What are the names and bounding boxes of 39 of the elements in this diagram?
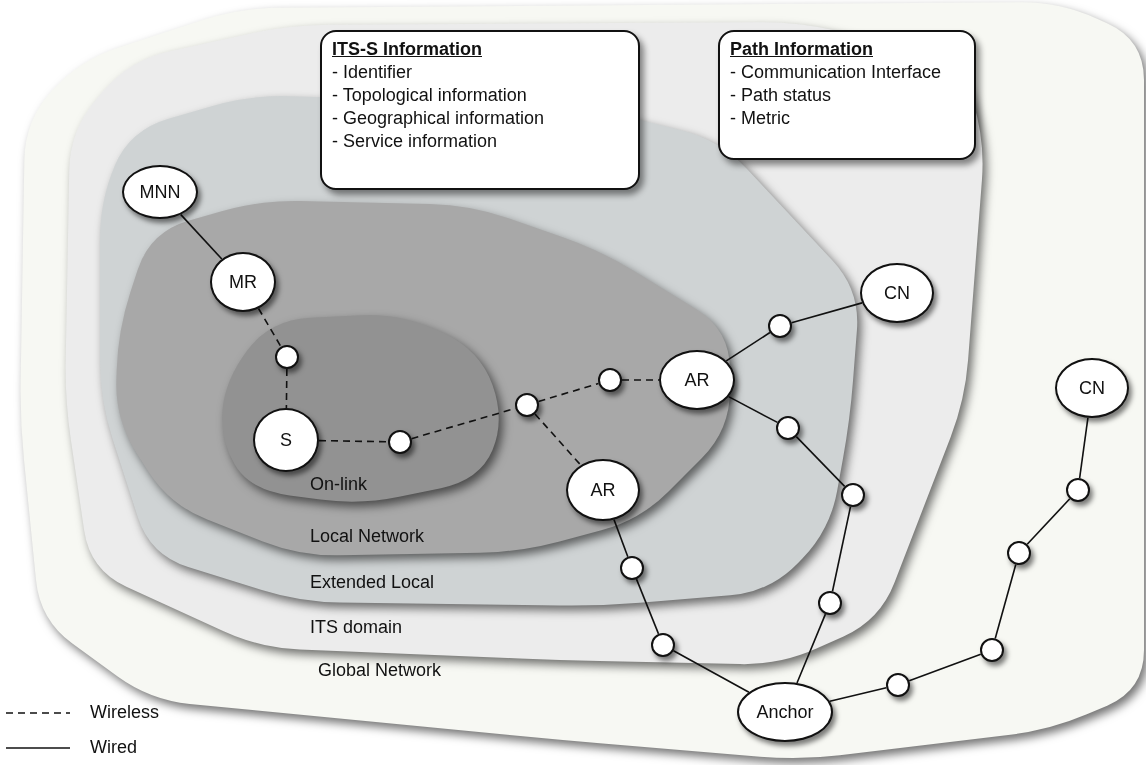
- legend-label: Wired: [90, 737, 137, 758]
- wired-link: [725, 331, 771, 362]
- info-box: [718, 30, 976, 160]
- wired-link: [613, 518, 629, 558]
- list-item: - Identifier: [332, 61, 414, 84]
- list-item: - Geographical information: [332, 107, 546, 130]
- wireless-link: [285, 368, 288, 409]
- list-item: - Communication Interface: [730, 61, 943, 84]
- wireless-link: [621, 379, 660, 381]
- wired-link: [795, 435, 846, 488]
- wireless-link: [318, 439, 389, 443]
- wired-link: [908, 653, 982, 682]
- box-heading: Path Information: [730, 38, 874, 61]
- list-item: - Metric: [730, 107, 791, 130]
- wired-link: [1078, 417, 1089, 479]
- wired-link: [831, 505, 852, 593]
- list-item: - Path status: [730, 84, 833, 107]
- wireless-link: [257, 307, 282, 348]
- region-label: Extended Local: [310, 572, 435, 593]
- wired-link: [790, 302, 863, 324]
- wired-link: [180, 213, 223, 260]
- legend-label: Wireless: [90, 702, 159, 723]
- wired-link: [672, 650, 750, 693]
- wireless-link: [534, 413, 582, 466]
- region-label: Local Network: [310, 526, 425, 547]
- box-heading: ITS-S Information: [332, 38, 483, 61]
- wired-link: [796, 613, 827, 684]
- wired-link: [635, 578, 660, 635]
- wired-link: [1026, 497, 1071, 546]
- list-item: - Service information: [332, 130, 499, 153]
- region-label: Global Network: [318, 660, 442, 681]
- info-box: [320, 30, 640, 190]
- region-label: On-link: [310, 474, 367, 495]
- region-label: ITS domain: [310, 617, 403, 638]
- list-item: - Topological information: [332, 84, 528, 107]
- wired-link: [829, 687, 888, 703]
- wired-link: [727, 395, 779, 424]
- wired-link: [994, 563, 1017, 640]
- wireless-link: [537, 382, 600, 403]
